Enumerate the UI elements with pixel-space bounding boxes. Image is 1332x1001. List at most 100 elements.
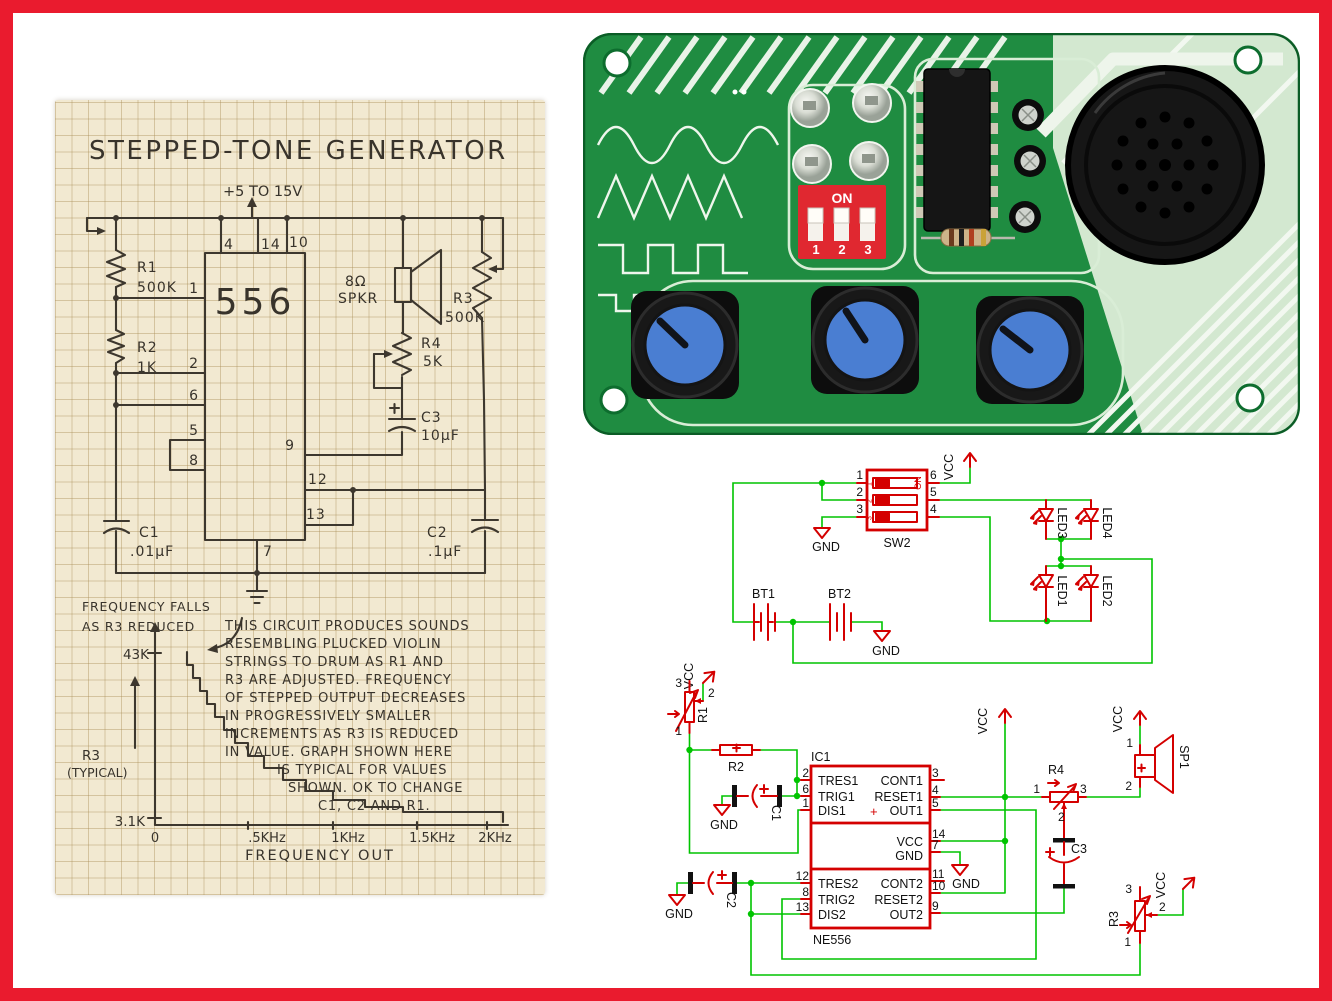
vcc-sp1: VCC: [1111, 706, 1147, 732]
dip-num-3: 3: [864, 242, 871, 257]
svg-text:2: 2: [189, 356, 199, 372]
description-paragraph: THIS CIRCUIT PRODUCES SOUNDS RESEMBLING …: [224, 619, 469, 814]
potentiometer-knobs[interactable]: [631, 286, 1084, 404]
pot-r1: R1 3 2 1: [667, 676, 715, 738]
svg-text:RESEMBLING PLUCKED VIOLIN: RESEMBLING PLUCKED VIOLIN: [225, 637, 442, 652]
svg-text:VCC: VCC: [1154, 872, 1168, 898]
timer-556-body: [203, 251, 307, 542]
capacitor-c3: [387, 402, 417, 433]
svg-text:IS TYPICAL FOR VALUES: IS TYPICAL FOR VALUES: [277, 763, 447, 778]
silkscreen-band: [1036, 52, 1283, 138]
r3-value: 500K: [445, 310, 485, 326]
svg-text:GND: GND: [952, 877, 980, 891]
knob-1[interactable]: [631, 291, 739, 399]
svg-text:R2: R2: [728, 760, 744, 774]
svg-text:2: 2: [1058, 810, 1065, 824]
axial-resistor: [921, 228, 1015, 247]
knob-3[interactable]: [976, 296, 1084, 404]
dip-num-2: 2: [838, 242, 845, 257]
svg-text:VCC: VCC: [942, 454, 956, 480]
svg-text:DIS2: DIS2: [818, 908, 846, 922]
svg-text:5: 5: [930, 485, 937, 499]
c3-ref: C3: [421, 410, 442, 426]
dip-switch-sw2: ON 1 2 3 1 2 3 6 5 4 SW2: [856, 468, 940, 550]
svg-text:VCC: VCC: [682, 663, 696, 689]
vcc-r1: VCC: [682, 663, 716, 689]
pot-r3: R3 3 2 1: [1107, 882, 1166, 949]
svg-text:TRIG2: TRIG2: [818, 893, 855, 907]
r4-value: 5K: [423, 354, 443, 370]
waveform-silkscreen: [596, 126, 780, 313]
svg-text:TRIG1: TRIG1: [818, 790, 855, 804]
knob-pointer: [656, 317, 689, 349]
gnd-bt2: GND: [872, 630, 900, 658]
speaker: [1065, 65, 1265, 265]
ic-dip14: [916, 68, 998, 232]
speaker-sp1: SP1 1 2: [1125, 734, 1191, 794]
svg-text:4: 4: [930, 502, 937, 516]
knob-pointer: [999, 325, 1034, 354]
battery-bt2: BT2: [828, 587, 852, 641]
kicad-schematic: ON 1 2 3 1 2 3 6 5 4 SW2 VCC VCC: [665, 452, 1196, 976]
capacitor-c1: C1: [732, 784, 783, 821]
svg-text:1: 1: [189, 281, 199, 297]
svg-text:LED1: LED1: [1055, 575, 1069, 606]
ic1-part: NE556: [813, 933, 851, 947]
r4-ref: R4: [421, 336, 442, 352]
svg-text:6: 6: [189, 388, 199, 404]
spkr-ohm: 8Ω: [345, 274, 367, 290]
y-axis-label-2: (TYPICAL): [67, 765, 128, 780]
svg-text:GND: GND: [812, 540, 840, 554]
annotation-arrow: [213, 616, 244, 650]
hand-pin-numbers: 4 14 10 1 2 6 5 8 9 12 13 7: [189, 235, 327, 560]
dip-sliders[interactable]: [807, 207, 876, 241]
svg-text:5: 5: [932, 796, 939, 810]
supply-arrowhead: [247, 197, 257, 207]
svg-text:0: 0: [151, 831, 159, 846]
ic1-ref: IC1: [811, 750, 831, 764]
led-led3: LED3: [1030, 499, 1069, 540]
capacitor-c2: [470, 518, 500, 534]
svg-text:13: 13: [796, 900, 810, 914]
svg-text:LED2: LED2: [1100, 575, 1114, 606]
svg-text:6: 6: [930, 468, 937, 482]
ic1-ne556: IC1 NE556 TRES1 TRIG1 DIS1 CONT1 RESET1 …: [796, 750, 946, 947]
pot-r4: R4 1 3 2: [1033, 763, 1087, 839]
resistor-r1: [105, 248, 127, 289]
svg-text:LED4: LED4: [1100, 507, 1114, 538]
svg-text:1: 1: [856, 468, 863, 482]
svg-text:12: 12: [796, 869, 810, 883]
speaker-symbol: [393, 248, 443, 326]
svg-text:GND: GND: [665, 907, 693, 921]
svg-text:14: 14: [261, 237, 281, 253]
svg-text:5: 5: [189, 423, 199, 439]
r2-ref: R2: [137, 340, 158, 356]
gnd-sw2: GND: [812, 527, 840, 554]
svg-text:2: 2: [708, 686, 715, 700]
y-axis-label-1: R3: [82, 748, 100, 764]
schematic-title: STEPPED-TONE GENERATOR: [89, 136, 508, 166]
svg-text:2: 2: [1159, 900, 1166, 914]
annotation-line2: AS R3 REDUCED: [82, 619, 195, 634]
gnd-pin7: GND: [951, 864, 980, 891]
dip-switch[interactable]: ON 1 2 3: [798, 185, 886, 259]
capacitor-c3: C3: [1045, 838, 1087, 889]
knob-2[interactable]: [811, 286, 919, 394]
c2-value: .1µF: [428, 544, 462, 560]
led-led1: LED1: [1030, 565, 1069, 622]
svg-text:INCREMENTS AS R3 IS REDUCED: INCREMENTS AS R3 IS REDUCED: [225, 727, 459, 742]
svg-text:9: 9: [285, 438, 295, 454]
svg-text:OUT1: OUT1: [890, 804, 923, 818]
sw2-on-label: ON: [913, 476, 923, 490]
svg-text:.5KHz: .5KHz: [248, 831, 286, 846]
svg-text:TRES2: TRES2: [818, 877, 858, 891]
y-bottom-label: 3.1K: [115, 814, 146, 830]
dip-num-1: 1: [812, 242, 819, 257]
spkr-label: SPKR: [338, 291, 378, 307]
svg-text:8: 8: [802, 885, 809, 899]
mounting-holes: [599, 45, 1265, 415]
svg-text:RESET2: RESET2: [874, 893, 923, 907]
svg-text:11: 11: [932, 867, 945, 881]
svg-text:TRES1: TRES1: [818, 774, 858, 788]
